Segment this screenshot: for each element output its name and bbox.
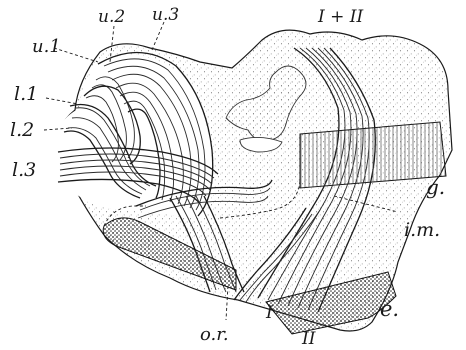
- label-u3: u.3: [152, 5, 179, 25]
- label-l3: l.3: [12, 159, 36, 181]
- label-l2: l.2: [10, 119, 34, 141]
- g-band: [300, 122, 446, 188]
- label-g: g.: [426, 175, 445, 199]
- label-e: e.: [380, 297, 399, 321]
- label-u1: u.1: [32, 36, 61, 57]
- label-i-plus-ii: I + II: [317, 7, 363, 27]
- label-ii: II: [301, 329, 316, 349]
- label-l1: l.1: [14, 83, 38, 105]
- label-u2: u.2: [98, 7, 125, 27]
- label-i: I: [265, 303, 273, 323]
- label-or: o.r.: [200, 324, 229, 345]
- label-im: i.m.: [404, 219, 440, 241]
